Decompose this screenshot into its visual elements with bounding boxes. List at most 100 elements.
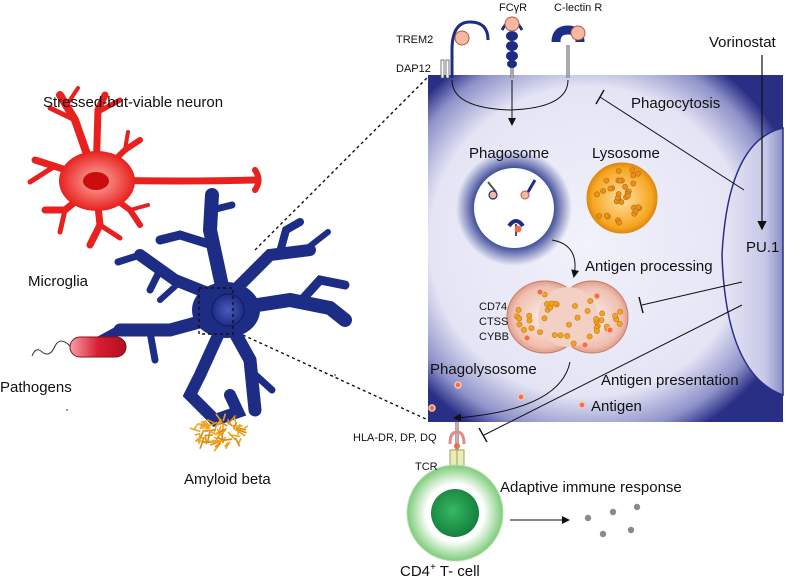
cd74-label: CD74 xyxy=(479,301,507,313)
pathogen xyxy=(69,336,127,358)
amyloid-fibril xyxy=(228,415,236,424)
lysosome-granule xyxy=(600,188,607,194)
amyloid-fibril xyxy=(233,422,237,429)
amyloid-fibril xyxy=(213,424,217,433)
nucleus xyxy=(721,127,784,397)
lysosome-granule xyxy=(617,177,623,184)
lysosome-granule xyxy=(622,183,628,190)
phagolysosome-label: Phagolysosome xyxy=(430,361,537,378)
tcell-label: CD4+ T- cell xyxy=(400,562,480,580)
zoom-line-top xyxy=(254,76,429,251)
antigen-label: Antigen xyxy=(591,398,642,415)
cybb-label: CYBB xyxy=(479,331,509,343)
phagosome xyxy=(474,168,554,248)
microglia-nucleus xyxy=(211,293,245,327)
amyloid-fibril xyxy=(196,436,207,441)
phagolysosome-granule xyxy=(548,300,555,307)
receptor-signal-path xyxy=(451,79,569,111)
amyloid-fibril xyxy=(189,427,201,433)
phagolysosome-granule xyxy=(599,310,605,317)
tcell-label-rest: T- cell xyxy=(436,563,480,580)
lysosome-granule xyxy=(615,191,622,197)
phagolysosome-granule xyxy=(516,315,523,322)
phagolysosome-granule xyxy=(564,332,571,339)
amyloid-fibril xyxy=(214,442,221,448)
neuron-label: Stressed-but-viable neuron xyxy=(43,94,223,111)
pathogen-flagellum xyxy=(31,340,71,357)
phagolysosome-granule xyxy=(515,306,522,313)
pathogens-label: Pathogens xyxy=(0,379,72,396)
cytokine-dots xyxy=(584,503,641,538)
phagolysosome-granule xyxy=(572,303,578,309)
phagolysosome-granule xyxy=(587,298,594,304)
amyloid-fibril xyxy=(211,439,224,442)
antigen-particle xyxy=(581,341,589,349)
lysosome-granule xyxy=(607,185,614,192)
tcell-label-sup: + xyxy=(430,562,436,573)
phagolysosome-granule xyxy=(617,308,623,315)
phagolysosome-granule xyxy=(521,326,527,333)
lysosome xyxy=(586,162,658,234)
pu1-inhibits-processing xyxy=(638,281,743,314)
arrow-to-phagolysosome xyxy=(551,239,580,278)
lysosome-granule xyxy=(603,212,610,219)
amyloid-fibril xyxy=(199,438,205,449)
amyloid-fibril xyxy=(227,431,236,441)
phagolysosome-granule xyxy=(526,312,533,319)
amyloid-label: Amyloid beta xyxy=(184,471,271,488)
phagolysosome-granule xyxy=(598,317,605,323)
amyloid-fibril xyxy=(225,441,231,450)
amyloid-fibril xyxy=(213,442,221,452)
clectin-label: C-lectin R xyxy=(554,2,602,14)
adaptive-label: Adaptive immune response xyxy=(500,479,682,496)
phagolysosome-granule xyxy=(594,328,600,334)
lysosome-granule xyxy=(635,170,641,177)
amyloid-fibril xyxy=(218,428,227,434)
ctss-label: CTSS xyxy=(479,316,508,328)
tcr-label: TCR xyxy=(415,461,438,473)
amyloid-fibril xyxy=(209,440,218,444)
amyloid-fibril xyxy=(233,417,237,424)
amyloid-fibril xyxy=(234,437,241,447)
lysosome-label: Lysosome xyxy=(592,145,660,162)
amyloid-fibril xyxy=(193,424,198,431)
lysosome-granule xyxy=(603,177,610,184)
neuron-nucleus xyxy=(83,172,109,190)
mhc-molecule xyxy=(448,422,466,450)
amyloid-fibril xyxy=(194,433,201,436)
lysosome-granule xyxy=(615,168,622,174)
phagosome-receptors xyxy=(487,179,537,236)
hla-label: HLA-DR, DP, DQ xyxy=(353,432,437,444)
phagocytosis-label: Phagocytosis xyxy=(631,95,720,112)
t-cell-nucleus xyxy=(431,489,479,537)
fcyr-receptor xyxy=(500,16,524,78)
lysosome-granule xyxy=(632,208,639,214)
amyloid-fibril xyxy=(222,413,226,422)
dap12-label: DAP12 xyxy=(396,63,431,75)
trem2-dap12-receptor xyxy=(440,20,490,79)
phagolysosome xyxy=(506,280,629,354)
arrow-to-mhc xyxy=(453,361,571,422)
phagosome-label: Phagosome xyxy=(469,145,549,162)
phagolysosome-granule xyxy=(584,308,591,314)
phagolysosome-granule xyxy=(574,314,581,321)
antigen-particle xyxy=(593,292,601,300)
trem2-label: TREM2 xyxy=(396,34,433,46)
amyloid-fibril xyxy=(207,431,211,443)
phagolysosome-granule xyxy=(612,312,618,319)
amyloid-fibril xyxy=(233,427,242,434)
amyloid-fibril xyxy=(205,422,211,427)
antigen-processing-label: Antigen processing xyxy=(585,258,713,275)
speck xyxy=(334,374,336,376)
phagolysosome-granule xyxy=(528,325,535,331)
amyloid-fibril xyxy=(217,425,222,437)
pu1-label: PU.1 xyxy=(746,239,779,256)
phagolysosome-granule xyxy=(516,321,523,328)
phagolysosome-granules xyxy=(514,288,623,349)
lysosome-granule xyxy=(624,193,631,199)
antigen-particle xyxy=(523,334,531,342)
amyloid-fibril xyxy=(210,440,221,446)
phagolysosome-granule xyxy=(537,329,543,335)
lysosome-granule xyxy=(630,180,637,187)
